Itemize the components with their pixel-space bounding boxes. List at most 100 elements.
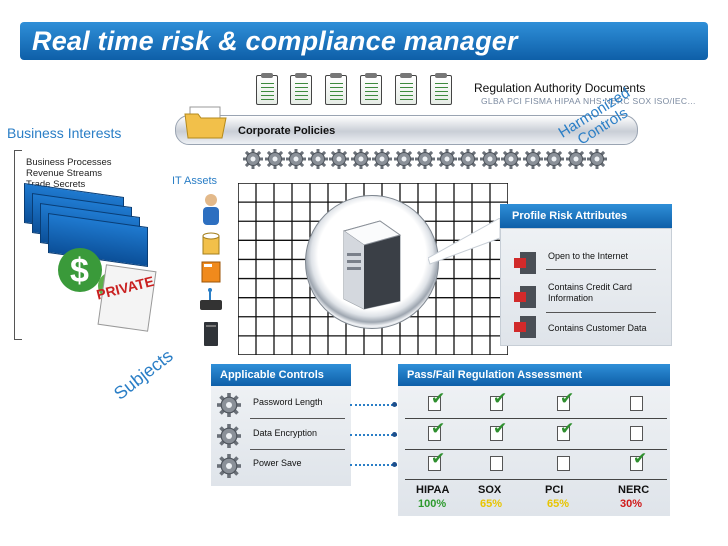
- it-asset-icons: [200, 194, 222, 346]
- server-magnified-icon: [342, 220, 402, 310]
- assessment-divider: [405, 479, 667, 480]
- applicable-controls-header-label: Applicable Controls: [220, 369, 324, 381]
- regulation-title: Regulation Authority Documents: [474, 81, 646, 95]
- profile-risk-header-label: Profile Risk Attributes: [512, 210, 628, 222]
- gear-icon: [522, 149, 543, 169]
- business-interests-title: Business Interests: [7, 125, 122, 141]
- regulation-name: HIPAA: [416, 484, 450, 496]
- gear-icon: [565, 149, 586, 169]
- clipboard-icon: [430, 73, 452, 105]
- title-bar: Real time risk & compliance manager: [20, 22, 708, 60]
- callout-pointer: [428, 218, 501, 265]
- gear-icon: [479, 149, 500, 169]
- risk-attribute: Contains Customer Data: [548, 323, 647, 333]
- attribute-divider: [546, 269, 656, 270]
- gear-icon: [286, 149, 306, 169]
- gear-icon: [415, 149, 435, 169]
- corporate-policies-bar: [175, 115, 638, 145]
- control-item: Data Encryption: [253, 428, 318, 438]
- applicable-controls-header: Applicable Controls: [211, 364, 351, 386]
- compliance-percentage: 65%: [480, 498, 503, 510]
- server-warning-icon: [514, 252, 536, 274]
- risk-attribute: Open to the Internet: [548, 251, 629, 261]
- assessment-header-label: Pass/Fail Regulation Assessment: [407, 369, 583, 381]
- fail-checkbox: [557, 456, 570, 471]
- regulation-list: GLBA PCI FISMA HIPAA NHS NERC SOX ISO/IE…: [481, 96, 697, 106]
- storage-icon: [201, 261, 221, 283]
- gear-icon: [243, 149, 263, 169]
- control-item: Power Save: [253, 458, 302, 468]
- assessment-divider: [405, 418, 667, 419]
- gear-icon: [501, 149, 521, 169]
- compliance-percentage: 30%: [620, 498, 643, 510]
- dotted-connector: [350, 464, 397, 466]
- gear-icon: [329, 149, 349, 169]
- dotted-connector: [350, 434, 397, 436]
- connector-end: [392, 402, 397, 407]
- router-icon: [200, 288, 222, 310]
- gear-icon: [544, 149, 564, 169]
- server-icon: [204, 322, 218, 346]
- business-interests-list: Business Processes Revenue Streams Trade…: [26, 157, 112, 190]
- gear-icon: [264, 149, 285, 169]
- subjects-label: Subjects: [110, 345, 177, 404]
- page-title: Real time risk & compliance manager: [32, 26, 518, 56]
- clipboard-icon: [360, 73, 382, 105]
- gear-icon: [458, 149, 478, 169]
- gear-icon: [436, 149, 457, 169]
- clipboard-icon: [290, 73, 312, 105]
- control-divider: [250, 418, 345, 419]
- regulation-name: NERC: [618, 484, 650, 496]
- clipboard-icon: [256, 73, 278, 105]
- pass-checkbox: [557, 389, 574, 411]
- regulation-name: SOX: [478, 484, 502, 496]
- risk-server-icons: [514, 252, 536, 338]
- pass-checkbox: [630, 449, 647, 471]
- server-warning-icon: [514, 286, 536, 308]
- connector-end: [392, 432, 397, 437]
- connector-end: [392, 462, 397, 467]
- business-interests-bracket: [14, 150, 22, 340]
- attribute-divider: [546, 312, 656, 313]
- user-icon: [203, 194, 219, 225]
- fail-checkbox: [490, 456, 503, 471]
- gear-icon: [372, 149, 392, 169]
- assessment-divider: [405, 449, 667, 450]
- gear-icon: [350, 149, 371, 169]
- fail-checkbox: [630, 426, 643, 441]
- risk-attribute: Contains Credit Card Information: [548, 282, 633, 303]
- bi-item: Business Processes: [26, 157, 112, 168]
- fail-checkbox: [630, 396, 643, 411]
- clipboard-icon: [325, 73, 347, 105]
- svg-text:$: $: [70, 252, 89, 290]
- assessment-header: Pass/Fail Regulation Assessment: [398, 364, 670, 386]
- profile-risk-header: Profile Risk Attributes: [500, 204, 672, 228]
- control-divider: [250, 449, 345, 450]
- dotted-connector: [350, 404, 397, 406]
- compliance-percentage: 65%: [547, 498, 570, 510]
- folder-icon: [184, 106, 227, 139]
- gear-icon: [217, 393, 241, 422]
- corporate-policies-label: Corporate Policies: [238, 125, 336, 137]
- pass-checkbox: [557, 419, 574, 441]
- it-assets-label: IT Assets: [172, 175, 218, 187]
- pass-checkbox: [428, 449, 445, 471]
- gear-icon: [217, 454, 241, 483]
- gear-icon: [307, 149, 328, 169]
- server-warning-icon: [514, 316, 536, 338]
- control-item: Password Length: [253, 397, 323, 407]
- regulation-name: PCI: [545, 484, 564, 496]
- gear-icon: [217, 424, 241, 453]
- bi-item: Revenue Streams: [26, 168, 103, 179]
- gear-icon: [393, 149, 414, 169]
- revenue-secrets-icon: $ PRIVATE: [58, 248, 157, 332]
- pass-checkbox: [428, 419, 445, 441]
- gear-icon: [587, 149, 607, 169]
- pass-checkbox: [428, 389, 445, 411]
- bi-item: Trade Secrets: [26, 179, 86, 190]
- compliance-percentage: 100%: [418, 498, 447, 510]
- pass-checkbox: [490, 389, 507, 411]
- database-icon: [202, 232, 220, 255]
- clipboard-icon: [395, 73, 417, 105]
- pass-checkbox: [490, 419, 507, 441]
